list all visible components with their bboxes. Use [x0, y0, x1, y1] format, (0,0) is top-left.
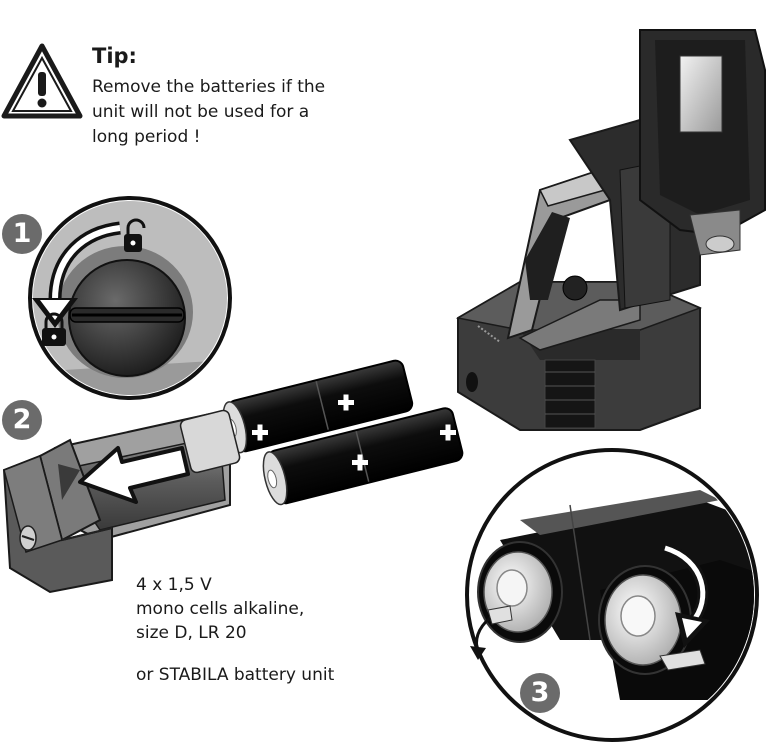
padlock-open-icon	[124, 218, 146, 252]
tip-line-3: long period !	[92, 127, 201, 147]
battery-spec-alternative: or STABILA battery unit	[136, 665, 335, 685]
tip-title: Tip:	[92, 44, 137, 68]
battery-spec-voltage: 4 x 1,5 V	[136, 575, 212, 595]
battery-spec-type: mono cells alkaline,	[136, 599, 305, 619]
padlock-closed-icon	[42, 312, 66, 346]
step-2-badge: 2	[2, 400, 42, 440]
battery-front	[262, 407, 464, 506]
pull-direction-arrow-icon	[78, 446, 190, 504]
tip-line-2: unit will not be used for a	[92, 102, 310, 122]
step-3-badge: 3	[520, 673, 560, 713]
laser-device	[455, 29, 766, 431]
batteries-group	[179, 359, 464, 506]
battery-spec-size: size D, LR 20	[136, 623, 247, 643]
tip-line-1: Remove the batteries if the	[92, 77, 326, 97]
step1-lock-detail	[28, 196, 232, 400]
warning-triangle-icon	[1, 43, 83, 119]
step-1-badge: 1	[2, 214, 42, 254]
step3-terminal-detail	[465, 448, 759, 742]
plus-sign-icon	[252, 394, 456, 471]
